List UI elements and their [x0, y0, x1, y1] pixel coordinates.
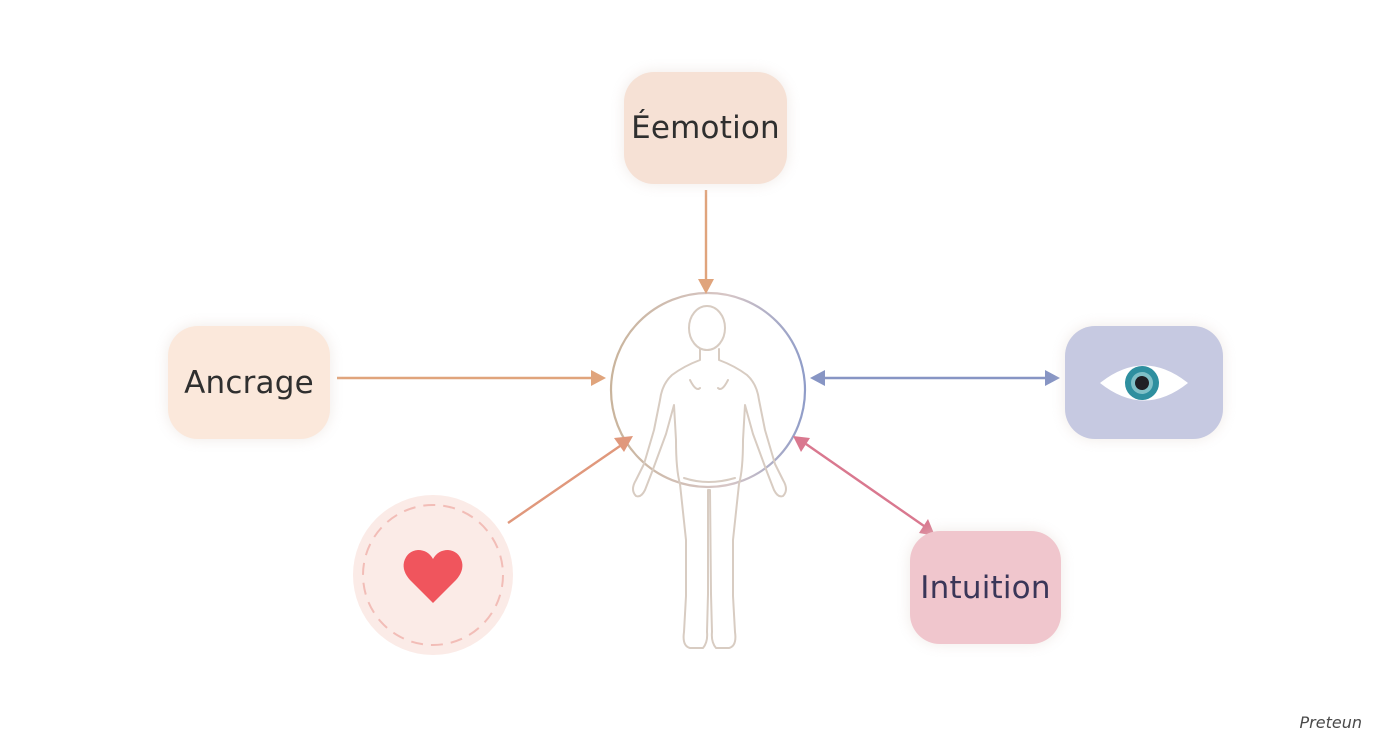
human-body-icon [632, 305, 787, 649]
node-intuition: Intuition [910, 531, 1061, 644]
arrow-ancrage-to-center [337, 370, 606, 386]
arrow-intuition-center [793, 436, 935, 536]
node-emotion-label: Éemotion [631, 110, 780, 146]
arrow-heart-to-center [507, 436, 633, 524]
arrow-emotion-to-center [698, 190, 714, 294]
watermark: Preteun [1299, 713, 1362, 732]
heart-node [353, 495, 513, 655]
node-intuition-label: Intuition [920, 569, 1051, 606]
heart-icon [403, 550, 463, 603]
arrow-vision-center [810, 370, 1060, 386]
node-emotion: Éemotion [624, 72, 787, 184]
node-vision [1065, 326, 1223, 439]
node-ancrage-label: Ancrage [184, 364, 314, 401]
center-ring [609, 291, 807, 489]
node-ancrage: Ancrage [168, 326, 330, 439]
eye-icon [1100, 365, 1188, 400]
